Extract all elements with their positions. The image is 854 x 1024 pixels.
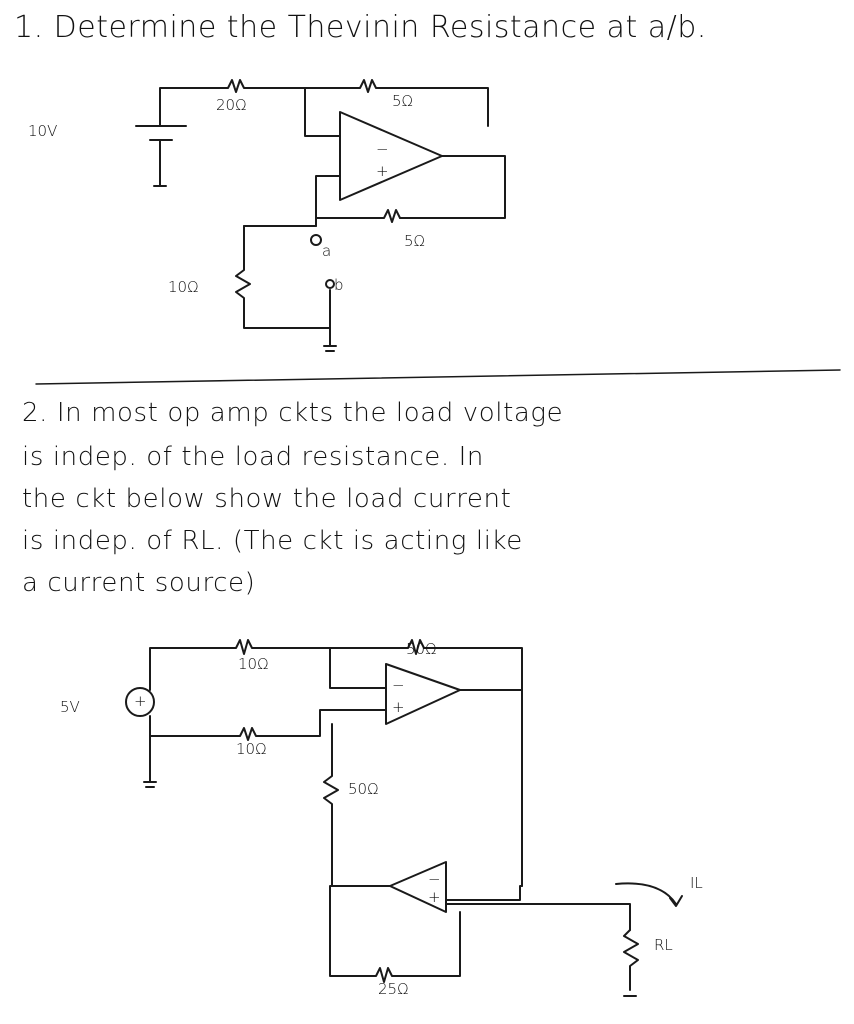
p2-current-arrow [615, 882, 677, 905]
p2-text-line-5: a current source) [22, 568, 256, 598]
p2-opamp1-minus: − [392, 676, 405, 694]
p2-opamp-2 [389, 861, 447, 913]
p2-load-resistor-label: RL [654, 936, 673, 954]
p2-r-mid-label: 50Ω [348, 780, 379, 798]
section-divider [35, 369, 841, 385]
p2-wire-load [445, 903, 631, 931]
p1-node-a-label: a [322, 242, 332, 260]
p1-opamp-plus: + [376, 162, 389, 180]
p2-r-bottom-label: 25Ω [378, 980, 409, 998]
p2-wire-25ohm [329, 885, 461, 983]
p1-wire-output [399, 155, 506, 219]
p1-wire-noninverting [315, 175, 341, 227]
p2-opamp2-plus: + [428, 888, 441, 906]
p1-wire-10ohm [235, 225, 331, 329]
p1-opamp-minus: − [376, 140, 389, 158]
p1-source-label: 10V [28, 122, 58, 140]
p2-r-bottom-in-label: 10Ω [236, 740, 267, 758]
p2-load-current-label: IL [690, 874, 703, 892]
p2-wire-50ohm-mid [323, 723, 391, 887]
p1-r-top-label: 20Ω [216, 96, 247, 114]
p2-current-arrowhead [669, 895, 683, 907]
p2-text-line-2: is indep. of the load resistance. In [22, 442, 484, 472]
p1-r-left-label: 10Ω [168, 278, 199, 296]
p2-circuit [125, 639, 683, 997]
p1-r-mid-label: 5Ω [404, 232, 426, 250]
p2-wire-10ohm-bottom [149, 709, 387, 741]
p1-r-feedback-label: 5Ω [392, 92, 414, 110]
p1-wire-5ohm-feedback [304, 79, 489, 127]
p1-node-a [310, 234, 322, 246]
p2-wire-inv1 [329, 647, 387, 689]
p2-text-line-1: 2. In most op amp ckts the load voltage [22, 398, 564, 428]
p2-opamp2-minus: − [428, 870, 441, 888]
p2-wire-opamp2-plus [445, 885, 523, 901]
p2-opamp-1 [385, 663, 461, 725]
problem-1-title: 1. Determine the Thevinin Resistance at … [14, 10, 707, 45]
p2-wire-50ohm-feedback [329, 639, 523, 691]
p2-text-line-3: the ckt below show the load current [22, 484, 512, 514]
p2-wire-10ohm-top [149, 639, 331, 691]
p2-load-resistor [623, 929, 639, 991]
p1-wire-20ohm [159, 79, 306, 127]
p1-circuit [135, 79, 506, 352]
p2-source-label: 5V [60, 698, 80, 716]
p1-wire-inverting [304, 87, 341, 137]
p2-r-feedback-label: 50Ω [406, 640, 437, 658]
p2-r-top-label: 10Ω [238, 655, 269, 673]
p2-voltage-source [125, 687, 155, 717]
p2-source-polarity: + [134, 692, 147, 710]
p1-wire-5ohm-mid [243, 209, 401, 227]
p1-opamp [339, 111, 443, 201]
p1-node-b [325, 279, 335, 289]
p2-opamp1-plus: + [392, 698, 405, 716]
p1-node-b-label: b [334, 276, 344, 294]
p2-text-line-4: is indep. of RL. (The ckt is acting like [22, 526, 523, 556]
